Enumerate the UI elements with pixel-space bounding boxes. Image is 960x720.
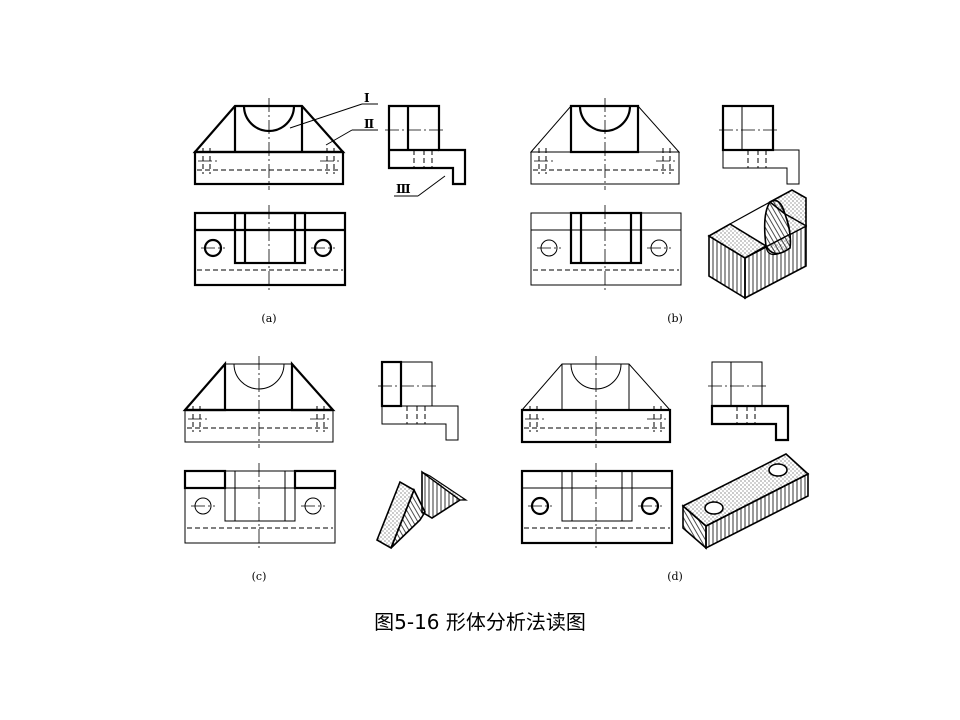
panel-d-side-view bbox=[707, 361, 790, 442]
panel-a-front-view bbox=[192, 98, 378, 190]
figure-caption: 图5-16 形体分析法读图 bbox=[374, 610, 586, 634]
panel-c-side-view bbox=[377, 360, 459, 441]
panel-c-front-view bbox=[182, 355, 336, 449]
panel-d: (d) bbox=[520, 355, 810, 583]
panel-c: (c) bbox=[182, 355, 468, 583]
panel-c-label: (c) bbox=[252, 570, 267, 583]
panel-a-top-view bbox=[193, 205, 347, 292]
panel-d-label: (d) bbox=[667, 570, 683, 583]
label-part-I: Ⅰ bbox=[364, 91, 370, 105]
label-part-II: Ⅱ bbox=[364, 117, 374, 131]
panel-c-top-view bbox=[183, 462, 337, 551]
panel-a-side-view bbox=[385, 104, 467, 197]
panel-b-top-view bbox=[530, 204, 682, 293]
panel-b-side-view bbox=[718, 104, 800, 185]
panel-a-label: (a) bbox=[261, 312, 276, 325]
panel-a: Ⅰ Ⅱ Ⅲ (a) bbox=[192, 91, 467, 325]
label-part-III: Ⅲ bbox=[396, 182, 411, 196]
panel-b-label: (b) bbox=[667, 312, 683, 325]
panel-d-top-view bbox=[520, 463, 674, 550]
panel-b-front-view bbox=[530, 97, 680, 191]
panel-b: (b) bbox=[530, 97, 808, 325]
panel-d-isometric-view bbox=[681, 453, 810, 550]
panel-d-front-view bbox=[520, 355, 672, 449]
panel-b-isometric-view bbox=[707, 189, 808, 300]
panel-c-isometric-view bbox=[376, 470, 468, 550]
